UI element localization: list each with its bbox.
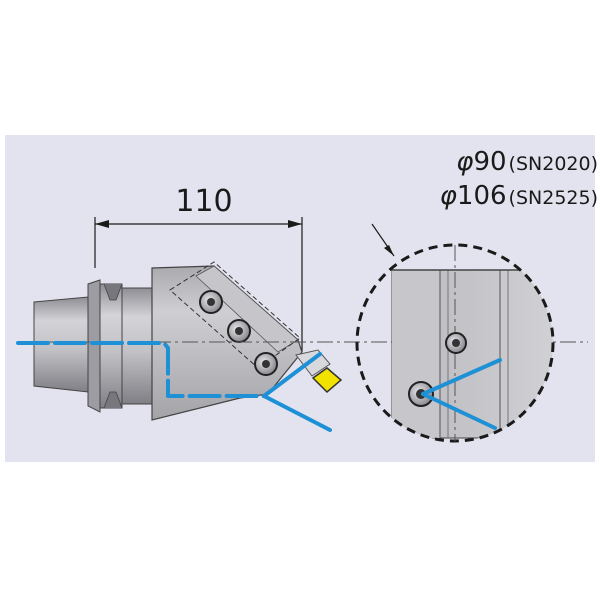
cutting-insert: [311, 367, 343, 394]
clamp-screw-icon: [254, 352, 278, 376]
diameter-callout: φ90(SN2020) φ106(SN2525): [371, 147, 598, 257]
length-dimension: 110: [94, 184, 303, 352]
diameter-small-label: φ90(SN2020): [456, 147, 598, 177]
length-dimension-label: 110: [175, 184, 232, 219]
coolant-path: [16, 341, 332, 432]
clamp-screw-icon: [227, 319, 251, 343]
holder-front-view: [355, 243, 555, 443]
diameter-large-label: φ106(SN2525): [440, 181, 598, 211]
clamp-screw-icon: [199, 290, 223, 314]
